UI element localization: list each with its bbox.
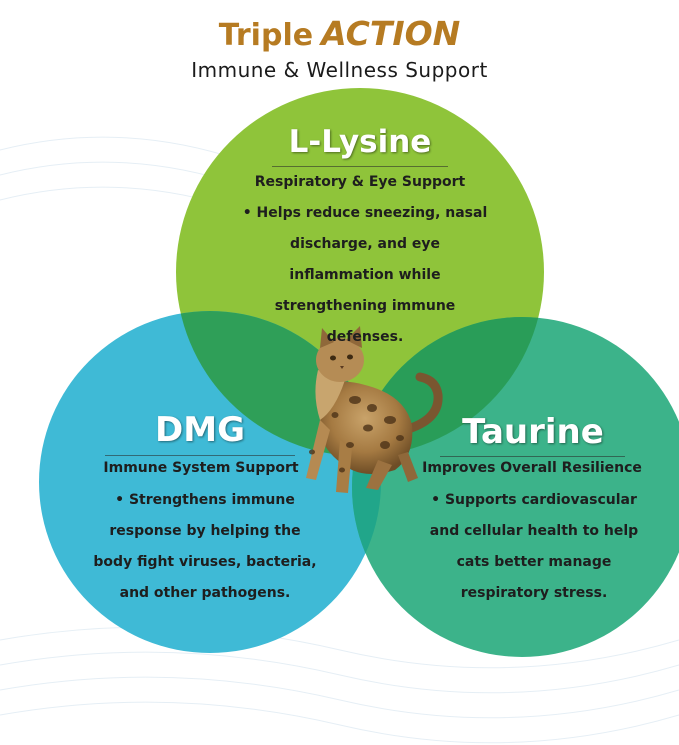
taurine-description: • Supports cardiovascular and cellular h… (414, 485, 654, 609)
page-subtitle: Immune & Wellness Support (0, 58, 679, 82)
lysine-heading: L-Lysine (260, 124, 460, 160)
dmg-subtitle: Immune System Support (66, 460, 336, 476)
taurine-divider (440, 456, 625, 457)
title-main: Triple (219, 18, 313, 53)
taurine-subtitle: Improves Overall Resilience (412, 460, 652, 476)
title-accent: ACTION (321, 14, 460, 53)
dmg-heading: DMG (110, 410, 290, 450)
dmg-description: • Strengthens immune response by helping… (90, 485, 320, 609)
lysine-description: • Helps reduce sneezing, nasal discharge… (236, 198, 494, 353)
dmg-divider (105, 455, 295, 456)
lysine-divider (272, 166, 448, 167)
taurine-heading: Taurine (438, 412, 628, 452)
lysine-subtitle: Respiratory & Eye Support (210, 174, 510, 190)
